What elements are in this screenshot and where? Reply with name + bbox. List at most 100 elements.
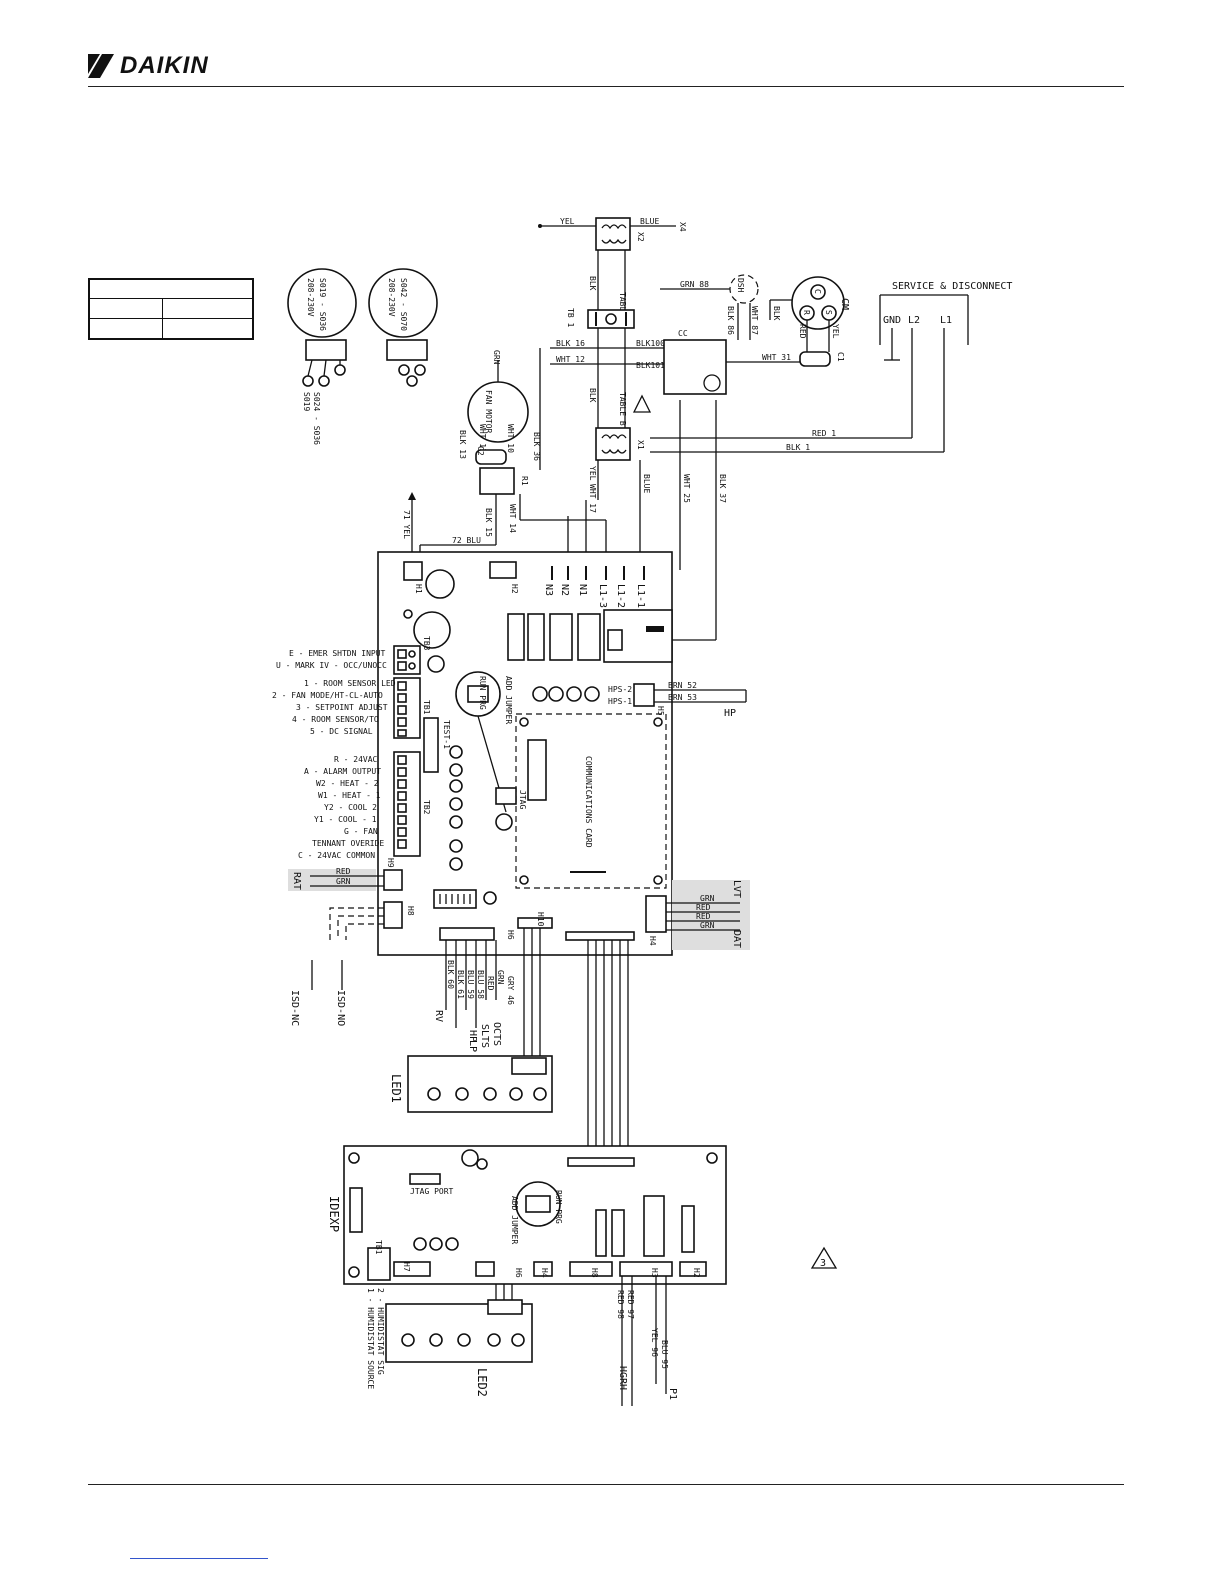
ideexp-add-jumper: ADD JUMPER: [510, 1196, 519, 1244]
wire-brn52: BRN 52: [668, 681, 697, 690]
tb1-term-1: 1 - ROOM SENSOR LED: [304, 679, 396, 688]
rat-wire-grn: GRN: [336, 877, 351, 886]
tb2-term-w2: W2 - HEAT - 2: [316, 779, 379, 788]
label-lvt: LVT: [731, 880, 742, 898]
load-hp: HP: [467, 1030, 478, 1042]
footer-divider: [88, 1484, 1124, 1485]
label-ideexp: IDEXP: [327, 1196, 341, 1232]
wire-blk1: BLK 1: [786, 443, 810, 452]
label-led2: LED2: [475, 1368, 489, 1397]
label-dsh: DSH: [736, 278, 745, 293]
capacitor-label-right: 208-230V S042 - S070: [368, 268, 438, 387]
tb1-term-3: 3 - SETPOINT ADJUST: [296, 703, 388, 712]
daikin-logo: DAIKIN: [88, 50, 209, 82]
header-h10: [433, 889, 477, 909]
isd-sensors: ISD-NC ISD-NO: [289, 907, 384, 1026]
cap-left-lower-models: S024 - S036: [312, 392, 321, 445]
ide-header-h4: H4: [540, 1268, 549, 1278]
wire-wht14: WHT 14: [508, 504, 517, 533]
wire-wht11: WHT 11: [478, 424, 487, 453]
service-disconnect: SERVICE & DISCONNECT GND L2 L1: [879, 281, 1012, 452]
label-h2: H2: [510, 584, 519, 594]
wire-table-b-1: TABLE B: [618, 292, 627, 326]
rat-sensor: RED GRN RAT: [288, 867, 384, 891]
wire-grn88: GRN 88: [680, 280, 709, 289]
wire-blk2: BLK: [588, 388, 597, 403]
legend-column-divider: [162, 298, 163, 338]
term-l1-2: L1-2: [615, 584, 626, 608]
lvt-dat-sensors: GRN RED RED GRN LVT DAT: [666, 880, 750, 950]
legend-row-divider: [90, 318, 252, 319]
h6-wire-gry46: GRY 46: [506, 976, 515, 1005]
ide-header-h6: H6: [514, 1268, 523, 1278]
wire-wht25: WHT 25: [682, 474, 691, 503]
wire-blk86: BLK 86: [726, 306, 735, 335]
dat-wire-grn-1: GRN: [700, 894, 715, 903]
h6-wire-blu58: BLU 58: [476, 970, 485, 999]
term-n3: N3: [543, 584, 554, 596]
label-h9: H9: [386, 858, 395, 868]
label-tb1-ideexp: TB1: [374, 1240, 383, 1255]
tb2-terminals: [397, 755, 407, 849]
power-terminals: N3 N2 N1 L1-3 L1-2 L1-1: [543, 566, 646, 608]
tb1-term-4: 4 - ROOM SENSOR/TO: [292, 715, 379, 724]
wire-grn-fan: GRN: [492, 350, 501, 365]
label-h6: H6: [506, 930, 515, 940]
h6-wire-red: RED: [486, 976, 495, 991]
label-tb1: TB 1: [566, 308, 575, 327]
label-hps-2: HPS-2: [608, 685, 632, 694]
ide-header-h7: H7: [402, 1262, 411, 1272]
tb3-term-e: E - EMER SHTDN INPUT: [289, 649, 386, 658]
label-hps-1: HPS-1: [608, 697, 632, 706]
wire-blk13: BLK 13: [458, 430, 467, 459]
label-r1: R1: [520, 476, 529, 486]
tb2-term-y1: Y1 - COOL - 1: [314, 815, 377, 824]
note-number: 3: [820, 1258, 826, 1269]
service-title-line: SERVICE & DISCONNECT: [892, 281, 1012, 292]
label-dat: DAT: [731, 930, 742, 948]
tb2-term-tennant: TENNANT OVERIDE: [312, 839, 384, 848]
wire-red-cm: RED: [798, 324, 807, 339]
cap-right-voltage: 208-230V: [387, 278, 396, 317]
ide-header-h2: H2: [692, 1268, 701, 1278]
ideexp-board: RUN PRG ADD JUMPER JTAG PORT IDEXP TB1 H…: [327, 1145, 727, 1285]
tb2-term-c: C - 24VAC COMMON: [298, 851, 375, 860]
wire-wht31: WHT 31: [762, 353, 791, 362]
wire-yel96: YEL 96: [650, 1328, 659, 1357]
label-tb3: TB3: [422, 636, 431, 651]
header-divider: [88, 86, 1124, 87]
discharge-sensor-dsh: GRN 88 DSH BLK 86 WHT 87: [660, 274, 759, 340]
contactor-cc: CC BLK 16 BLK100 WHT 12 BLK101 WHT 31: [550, 329, 800, 413]
label-h4: H4: [648, 936, 657, 946]
term-l1-1: L1-1: [635, 584, 646, 608]
led2-board: LED2: [385, 1284, 533, 1397]
service-gnd: GND: [883, 315, 901, 326]
wire-blu72: 72 BLU: [452, 536, 481, 545]
footer-link-underline[interactable]: [130, 1558, 268, 1559]
humidistat-sig: 2 - HUMIDISTAT SIG: [376, 1288, 385, 1375]
label-tb2: TB2: [422, 800, 431, 815]
daikin-logo-icon: [88, 54, 114, 78]
cap-left-models: S019 - S036: [318, 278, 327, 331]
label-x2: X2: [636, 232, 645, 242]
wire-blk101: BLK101: [636, 361, 665, 370]
terminal-block-tb1: TB 1: [566, 308, 635, 329]
h6-wire-blk61: BLK 61: [456, 970, 465, 999]
relay-r1: R1 BLK 15 WHT 14: [479, 467, 607, 570]
wire-blue-x1: BLUE: [642, 474, 651, 493]
ide-header-h3: H3: [650, 1268, 659, 1278]
label-tb1-board: TB1: [422, 700, 431, 715]
wire-wht17: WHT 17: [588, 484, 597, 513]
cm-label: CM: [839, 298, 850, 310]
led1-board: LED1: [389, 1055, 553, 1113]
label-h1: H1: [414, 584, 423, 594]
service-l2: L2: [908, 315, 920, 326]
label-h8: H8: [406, 906, 415, 916]
wire-blk15: BLK 15: [484, 508, 493, 537]
wire-yel71: 71 YEL: [402, 510, 411, 539]
wire-brn53: BRN 53: [668, 693, 697, 702]
tb2-term-w1: W1 - HEAT - 1: [318, 791, 381, 800]
h6-wire-blk60: BLK 60: [446, 960, 455, 989]
label-c2: C2: [476, 446, 485, 456]
wire-blk100: BLK100: [636, 339, 665, 348]
